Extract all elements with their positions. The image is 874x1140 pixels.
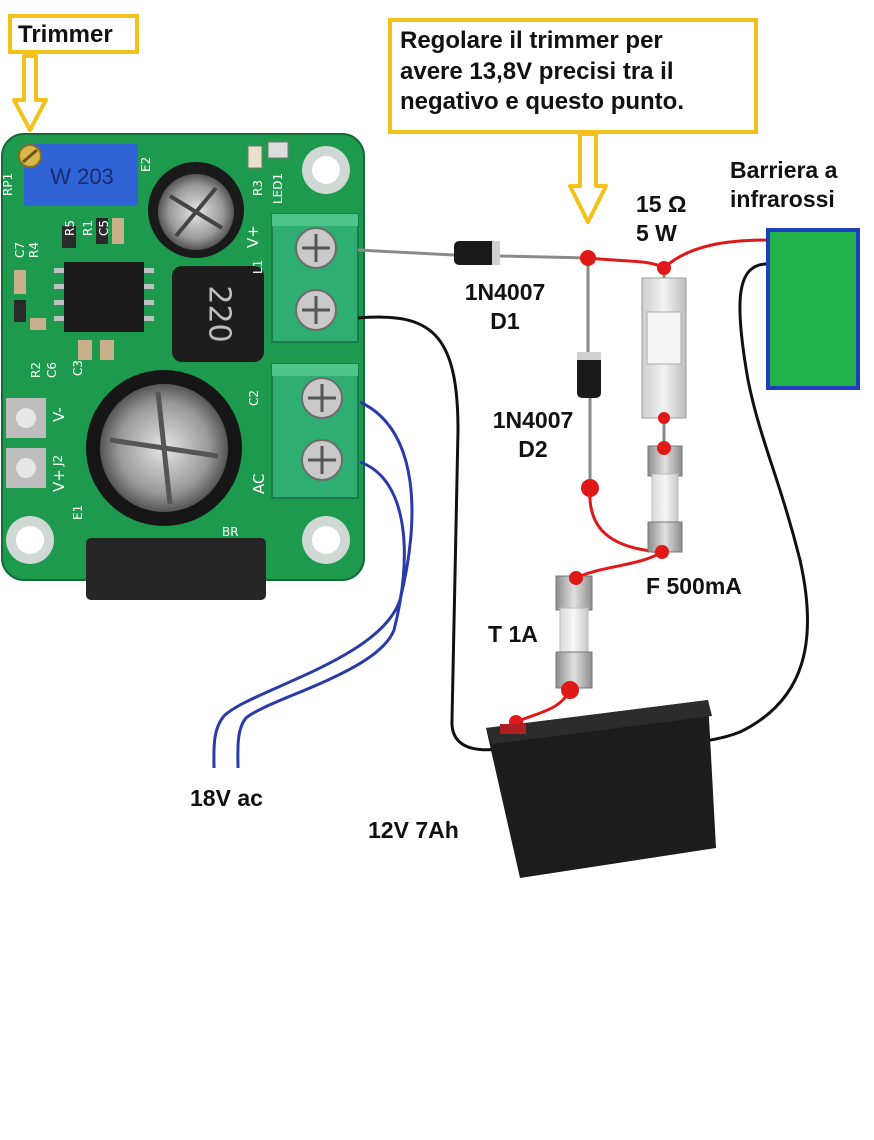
trimmer-callout: Trimmer xyxy=(8,14,139,54)
d2-label: 1N4007 D2 xyxy=(478,406,588,464)
silk-label: RP1 xyxy=(1,173,15,196)
silk-label: L1 xyxy=(251,260,265,274)
d1-part: 1N4007 xyxy=(464,279,546,305)
silk-label: C3 xyxy=(71,360,85,376)
silk-label: E2 xyxy=(139,157,153,172)
d1-ref: D1 xyxy=(490,307,520,334)
silk-label: V- xyxy=(50,407,68,422)
trimmer-arrow xyxy=(12,54,48,132)
instruction-line: avere 13,8V precisi tra il xyxy=(400,57,674,85)
terminal-label-ac: AC xyxy=(250,474,268,494)
battery-label: 12V 7Ah xyxy=(368,817,459,843)
d1-label: 1N4007 D1 xyxy=(450,278,560,336)
ac-input-label: 18V ac xyxy=(190,785,263,811)
instruction-line: negativo e questo punto. xyxy=(400,88,685,116)
d2-diode xyxy=(577,258,601,488)
silk-label: LED1 xyxy=(271,173,285,204)
silk-label: C6 xyxy=(45,362,59,378)
silk-label: R1 xyxy=(81,220,95,236)
regulator-board: W 203 220 xyxy=(1,133,365,600)
measure-point-arrow xyxy=(568,132,608,224)
inductor-code: 220 xyxy=(202,285,237,342)
silk-label: J2 xyxy=(51,455,65,467)
silk-label: R3 xyxy=(251,180,265,196)
silk-label: C5 xyxy=(97,220,111,236)
silk-label: R5 xyxy=(63,220,77,236)
ac-input-wires xyxy=(212,400,414,769)
trimmer-callout-text: Trimmer xyxy=(18,21,113,48)
instruction-callout: Regolare il trimmer per avere 13,8V prec… xyxy=(388,18,758,134)
measurement-point xyxy=(580,250,596,266)
battery xyxy=(486,700,716,878)
fuse-1a xyxy=(555,575,593,689)
d1-diode xyxy=(357,241,589,265)
silk-label: R4 xyxy=(27,242,41,258)
trimmer-code: W 203 xyxy=(50,164,114,189)
instruction-line: Regolare il trimmer per xyxy=(400,27,663,54)
d2-ref: D2 xyxy=(518,435,548,462)
connection-points xyxy=(509,250,671,729)
regulator-ic xyxy=(64,262,144,332)
resistor-power: 5 W xyxy=(636,219,677,246)
barrier-line: infrarossi xyxy=(730,185,835,212)
silk-label: C7 xyxy=(13,242,27,258)
terminal-label-vplus: V+ xyxy=(244,225,262,248)
fuse-500ma xyxy=(647,445,683,553)
barrier-line: Barriera a xyxy=(730,157,838,183)
ir-barrier xyxy=(766,228,860,390)
bridge-rectifier xyxy=(86,538,266,600)
fuse-1a-label: T 1A xyxy=(488,621,538,647)
silk-label: V+ xyxy=(50,469,68,492)
d2-part: 1N4007 xyxy=(492,407,574,433)
inductor xyxy=(172,266,264,362)
resistor-label: 15 Ω 5 W xyxy=(636,190,686,248)
fuse-500ma-label: F 500mA xyxy=(646,573,742,599)
resistor-value: 15 Ω xyxy=(636,191,687,217)
silk-label: BR xyxy=(222,525,239,539)
barrier-label: Barriera a infrarossi xyxy=(730,156,837,214)
trimmer-pot xyxy=(24,144,138,206)
silk-label: C2 xyxy=(247,390,261,406)
silk-label: R2 xyxy=(29,362,43,378)
silk-label: E1 xyxy=(71,505,85,520)
